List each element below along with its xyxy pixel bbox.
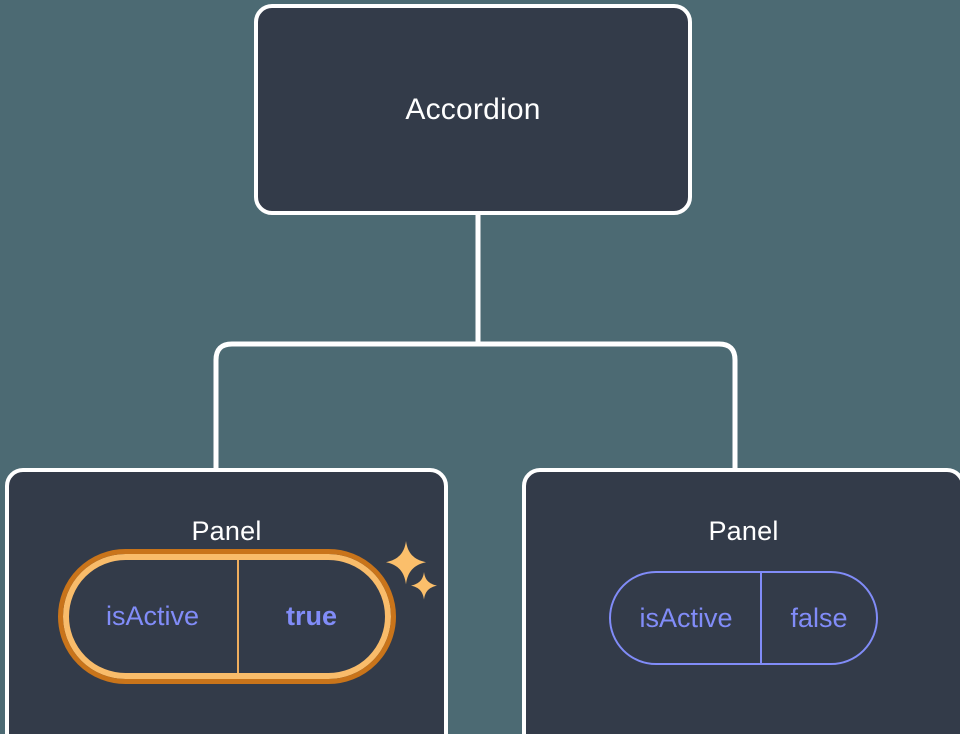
node-panel-active-title: Panel — [191, 516, 262, 546]
prop-pill-isactive-false[interactable]: isActive false — [609, 571, 878, 665]
node-accordion[interactable]: Accordion — [254, 4, 692, 215]
prop-value-active: true — [236, 560, 385, 673]
prop-value-inactive: false — [760, 573, 875, 663]
prop-pill-highlight-wrap: isActive true — [57, 549, 396, 684]
prop-pill-wrap-inactive: isActive false — [526, 545, 960, 665]
connector-to-right-panel — [478, 341, 738, 470]
prop-name-inactive: isActive — [639, 602, 733, 633]
prop-pill-wrap-active: isActive true — [9, 545, 444, 684]
connector-to-left-panel — [213, 341, 478, 470]
node-accordion-title: Accordion — [405, 92, 541, 126]
node-panel-inactive-title: Panel — [708, 516, 779, 546]
prop-pill-isactive-true[interactable]: isActive true — [57, 549, 396, 684]
prop-name-active: isActive — [105, 601, 200, 631]
node-panel-active[interactable]: Panel isActive true — [5, 468, 448, 734]
node-panel-inactive[interactable]: Panel isActive false — [522, 468, 960, 734]
